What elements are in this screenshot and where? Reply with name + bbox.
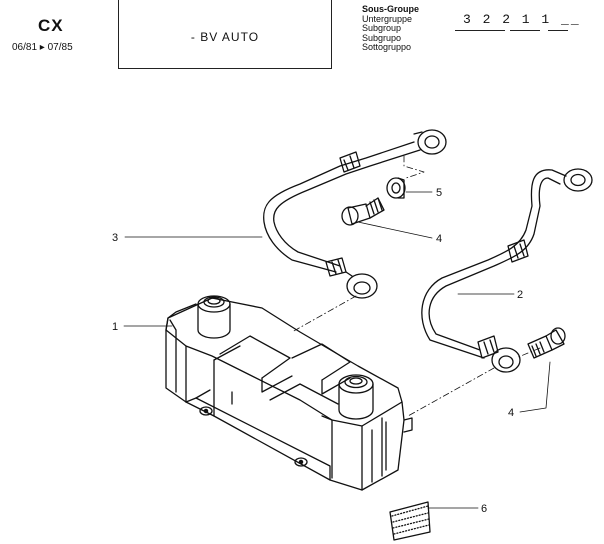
subgroup-label-fr: Sous-Groupe xyxy=(362,4,420,14)
lower-oil-pipe xyxy=(421,168,593,373)
filter-pad xyxy=(389,501,431,541)
subgroup-code: 3 2 2 1 1 __ xyxy=(463,12,581,27)
title-box: - BV AUTO xyxy=(118,0,332,69)
callout-1: 1 xyxy=(112,321,118,333)
vehicle-model: CX xyxy=(38,16,64,35)
callout-4-upper: 4 xyxy=(436,233,442,245)
leader-lines xyxy=(123,191,551,509)
banjo-bolt-lower xyxy=(527,327,566,359)
callout-4-lower: 4 xyxy=(508,407,514,419)
subgroup-label-it: Sottogruppo xyxy=(362,42,412,52)
code-underline-3 xyxy=(548,30,568,31)
production-dates: 06/81 ▸ 07/85 xyxy=(12,42,73,53)
subgroup-label-de: Untergruppe xyxy=(362,13,413,24)
sheet-header: CX 06/81 ▸ 07/85 - BV AUTO Sous-Groupe U… xyxy=(0,0,604,72)
sealing-washer xyxy=(386,177,406,199)
code-underline-1 xyxy=(455,30,505,31)
callout-2: 2 xyxy=(517,289,523,301)
callout-3: 3 xyxy=(112,232,118,244)
subgroup-label-en: Subgroup xyxy=(362,23,402,33)
banjo-bolt-upper xyxy=(341,197,385,226)
alignment-lines xyxy=(291,155,541,417)
code-underline-2 xyxy=(510,30,540,31)
sheet-title: - BV AUTO xyxy=(190,30,260,44)
subgroup-labels: Sous-Groupe Untergruppe Subgroup Subgrup… xyxy=(362,4,420,53)
oil-cooler-body xyxy=(165,295,413,491)
callout-5: 5 xyxy=(436,187,442,199)
callout-6: 6 xyxy=(481,503,487,515)
upper-oil-pipe xyxy=(263,129,447,299)
subgroup-label-es: Subgrupo xyxy=(362,32,402,43)
